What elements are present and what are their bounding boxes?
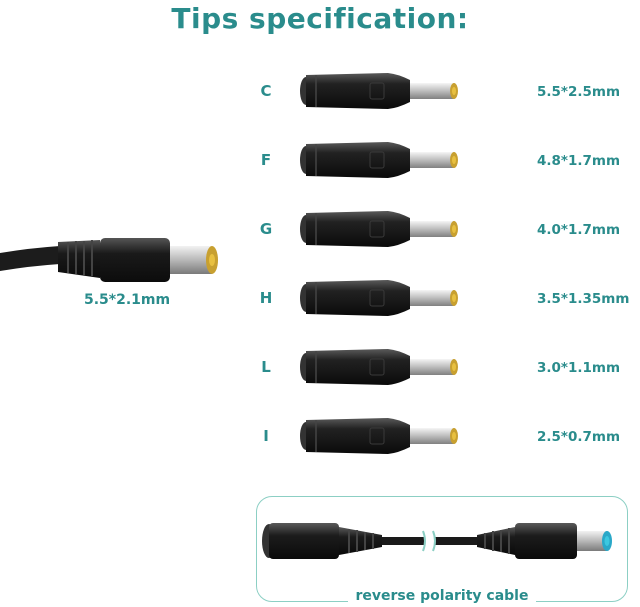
tip-connector-image	[299, 141, 459, 179]
tip-size: 4.0*1.7mm	[537, 222, 621, 238]
tip-letter: F	[260, 151, 272, 169]
main-cable-size: 5.5*2.1mm	[84, 292, 171, 308]
tip-connector-image	[299, 210, 459, 248]
tip-connector-image	[299, 348, 459, 386]
page-title: Tips specification:	[171, 2, 469, 35]
reverse-polarity-label: reverse polarity cable	[256, 588, 628, 604]
tip-letter: L	[261, 358, 271, 376]
tip-connector-image	[299, 279, 459, 317]
tip-letter: H	[259, 289, 273, 307]
tip-size: 4.8*1.7mm	[537, 153, 621, 169]
reverse-polarity-cable-image	[262, 523, 612, 559]
tip-connector-image	[299, 417, 459, 455]
tip-size: 5.5*2.5mm	[537, 84, 621, 100]
tip-connector-image	[299, 72, 459, 110]
reverse-polarity-panel	[256, 496, 628, 602]
tip-letter: G	[259, 220, 273, 238]
tip-letter: C	[260, 82, 272, 100]
tip-size: 2.5*0.7mm	[537, 429, 621, 445]
tip-size: 3.0*1.1mm	[537, 360, 621, 376]
main-cable-image	[0, 238, 218, 282]
tip-size: 3.5*1.35mm	[537, 291, 630, 307]
tip-letter: I	[263, 427, 269, 445]
